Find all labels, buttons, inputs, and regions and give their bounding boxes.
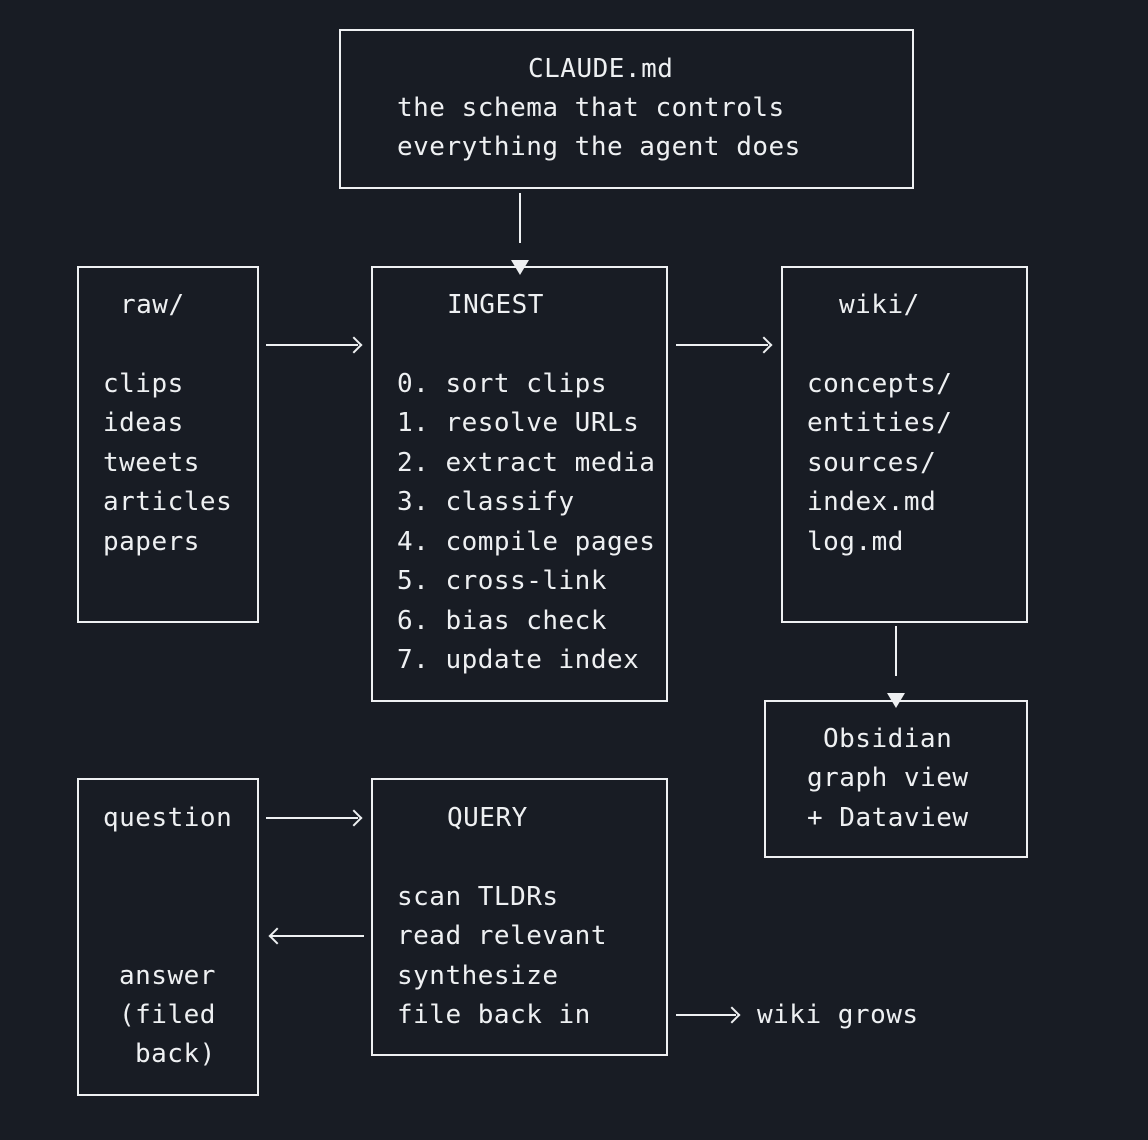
question-title: question (103, 803, 233, 833)
answer-line-2: (filed (119, 1000, 216, 1030)
wiki-grows-label: wiki grows (757, 1000, 919, 1030)
obsidian-box (764, 700, 1028, 858)
ingest-to-wiki-arrowhead (755, 336, 773, 354)
schema-title: CLAUDE.md (528, 54, 674, 84)
question-box (77, 778, 259, 1096)
ingest-step: 3. classify (397, 487, 575, 517)
query-to-growth-arrowhead (723, 1006, 741, 1024)
query-box (371, 778, 668, 1056)
query-step: read relevant (397, 921, 607, 951)
answer-line-1: answer (119, 961, 216, 991)
query-step: file back in (397, 1000, 591, 1030)
ingest-step: 6. bias check (397, 606, 607, 636)
query-to-growth-line (676, 1014, 736, 1016)
raw-item-tweets: tweets (103, 448, 200, 478)
ingest-step: 1. resolve URLs (397, 408, 640, 438)
raw-item-ideas: ideas (103, 408, 184, 438)
raw-title: raw/ (120, 290, 185, 320)
answer-line-3: back) (135, 1039, 216, 1069)
wiki-item: concepts/ (807, 369, 953, 399)
query-to-answer-arrowhead (268, 927, 286, 945)
question-to-query-arrowhead (345, 809, 363, 827)
raw-to-ingest-line (266, 344, 358, 346)
wiki-title: wiki/ (839, 290, 920, 320)
raw-item-papers: papers (103, 527, 200, 557)
wiki-to-obsidian-line (895, 626, 897, 676)
obsidian-line-1: Obsidian (823, 724, 953, 754)
raw-item-articles: articles (103, 487, 233, 517)
ingest-to-wiki-line (676, 344, 768, 346)
wiki-item: entities/ (807, 408, 953, 438)
raw-box (77, 266, 259, 623)
obsidian-line-3: + Dataview (807, 803, 969, 833)
ingest-step: 0. sort clips (397, 369, 607, 399)
query-step: synthesize (397, 961, 559, 991)
schema-to-ingest-line (519, 193, 521, 243)
query-to-answer-line (270, 935, 364, 937)
query-step: scan TLDRs (397, 882, 559, 912)
wiki-item: sources/ (807, 448, 937, 478)
obsidian-line-2: graph view (807, 763, 969, 793)
raw-item-clips: clips (103, 369, 184, 399)
wiki-item: log.md (807, 527, 904, 557)
ingest-step: 2. extract media (397, 448, 656, 478)
wiki-box (781, 266, 1028, 623)
ingest-box (371, 266, 668, 702)
schema-line-2: everything the agent does (397, 132, 801, 162)
question-to-query-line (266, 817, 358, 819)
ingest-step: 4. compile pages (397, 527, 656, 557)
wiki-item: index.md (807, 487, 937, 517)
raw-to-ingest-arrowhead (345, 336, 363, 354)
ingest-title: INGEST (447, 290, 544, 320)
schema-box (339, 29, 914, 189)
query-title: QUERY (447, 803, 528, 833)
schema-line-1: the schema that controls (397, 93, 785, 123)
ingest-step: 5. cross-link (397, 566, 607, 596)
ingest-step: 7. update index (397, 645, 640, 675)
